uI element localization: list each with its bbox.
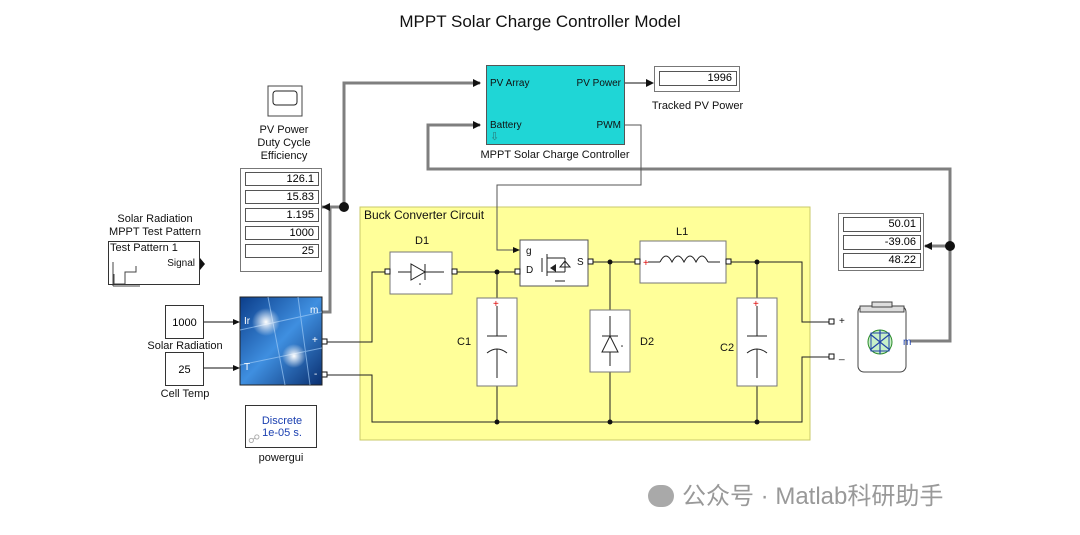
svg-text:+: + — [643, 258, 649, 269]
powergui-block[interactable]: Discrete 1e-05 s. ☍ — [245, 405, 317, 448]
display-value: 1.195 — [245, 208, 319, 222]
diode-d1[interactable] — [389, 251, 453, 295]
display-value: 15.83 — [245, 190, 319, 204]
arrow-battery-display-in — [924, 242, 932, 250]
signal-builder-block[interactable]: Test Pattern 1 Signal — [108, 241, 200, 285]
svg-text:+: + — [493, 299, 499, 310]
page-title: MPPT Solar Charge Controller Model — [399, 12, 681, 31]
display-value: 126.1 — [245, 172, 319, 186]
pv-port-ir: Ir — [244, 316, 251, 327]
solar-radiation-label: Solar Radiation — [147, 340, 223, 352]
signal-builder-port: Signal — [167, 258, 195, 269]
battery-icon[interactable] — [857, 301, 907, 373]
inductor-l1[interactable]: + — [639, 240, 727, 284]
branch-dot-battery — [945, 241, 955, 251]
battery-port-minus: _ — [839, 350, 845, 361]
capacitor-c2[interactable]: + — [736, 297, 778, 387]
pv-array-block[interactable] — [239, 296, 323, 386]
buck-subsystem-box[interactable] — [359, 206, 811, 441]
pv-port-m: m — [310, 305, 319, 316]
d1-label: D1 — [415, 235, 430, 247]
display-value: 25 — [245, 244, 319, 258]
watermark: 公众号 · Matlab科研助手 — [648, 476, 943, 511]
mosfet-switch[interactable] — [519, 239, 589, 287]
cell-temp-label: Cell Temp — [160, 388, 210, 400]
pv-port-minus: - — [314, 369, 318, 380]
powergui-step: 1e-05 s. — [262, 427, 302, 439]
junction-dots — [494, 259, 760, 425]
display-value: 1000 — [245, 226, 319, 240]
cell-temp-constant[interactable]: 25 — [165, 352, 204, 386]
port-markers — [321, 258, 835, 378]
battery-port-m: m — [903, 337, 912, 348]
signal-builder-pattern: Test Pattern 1 — [110, 242, 178, 254]
watermark-text: 公众号 · Matlab科研助手 — [682, 483, 944, 510]
display-value: 1996 — [659, 71, 737, 86]
scope-label-line: Duty Cycle — [257, 137, 311, 149]
branch-dot-pv — [339, 202, 349, 212]
tracked-display-label: Tracked PV Power — [651, 100, 744, 112]
scope-label-line: Efficiency — [260, 150, 308, 162]
scope-label-line: PV Power — [259, 124, 309, 136]
signal-builder-graph — [112, 262, 140, 287]
c1-label: C1 — [457, 336, 472, 348]
arrow-battery-in — [473, 121, 481, 129]
l1-label: L1 — [676, 226, 689, 238]
c2-label: C2 — [720, 342, 735, 354]
battery-port-plus: + — [839, 316, 845, 327]
arrow-tracked-in — [646, 79, 654, 87]
pv-port-plus: + — [312, 335, 318, 346]
wechat-icon — [648, 485, 674, 507]
signal-builder-label: Solar Radiation MPPT Test Pattern — [100, 213, 210, 239]
scope-icon[interactable] — [267, 85, 303, 117]
arrow-display-in — [322, 203, 330, 211]
display-value: -39.06 — [843, 235, 921, 250]
pv-display-block[interactable]: 126.1 15.83 1.195 1000 25 — [240, 168, 322, 272]
display-value: 48.22 — [843, 253, 921, 268]
mosfet-port-d: D — [526, 265, 534, 276]
controller-in-pv-array: PV Array — [490, 78, 530, 89]
controller-label: MPPT Solar Charge Controller — [480, 149, 630, 161]
capacitor-c1[interactable]: + — [476, 297, 518, 387]
mosfet-port-s: S — [577, 257, 584, 268]
buck-subsystem-label: Buck Converter Circuit — [364, 208, 485, 222]
solar-radiation-constant[interactable]: 1000 — [165, 305, 204, 339]
d2-label: D2 — [640, 336, 655, 348]
arrow-down-icon: ⇩ — [490, 131, 500, 143]
mosfet-port-g: g — [526, 246, 532, 257]
controller-in-battery: Battery — [490, 120, 522, 131]
tracked-display-block[interactable]: 1996 — [654, 66, 740, 92]
display-value: 50.01 — [843, 217, 921, 232]
pv-port-t: T — [244, 362, 251, 373]
svg-text:+: + — [753, 299, 759, 310]
diode-d2[interactable] — [589, 309, 631, 373]
signal-builder-label-line: Solar Radiation — [117, 213, 193, 225]
arrow-pv-array-in — [473, 79, 481, 87]
signal-builder-label-line: MPPT Test Pattern — [109, 226, 201, 238]
powergui-mode: Discrete — [261, 415, 303, 427]
pwm-wire — [496, 124, 642, 251]
signal-out-arrow — [200, 258, 205, 270]
controller-out-pv-power: PV Power — [576, 78, 621, 89]
powergui-icon: ☍ — [248, 432, 261, 446]
controller-out-pwm: PWM — [596, 120, 621, 131]
powergui-label: powergui — [258, 452, 304, 464]
mppt-controller-block[interactable]: PV Array Battery PV Power PWM ⇩ — [486, 65, 625, 145]
scope-label: PV Power Duty Cycle Efficiency — [240, 124, 328, 163]
battery-display-block[interactable]: 50.01 -39.06 48.22 — [838, 213, 924, 271]
circuit-wires — [322, 261, 832, 423]
